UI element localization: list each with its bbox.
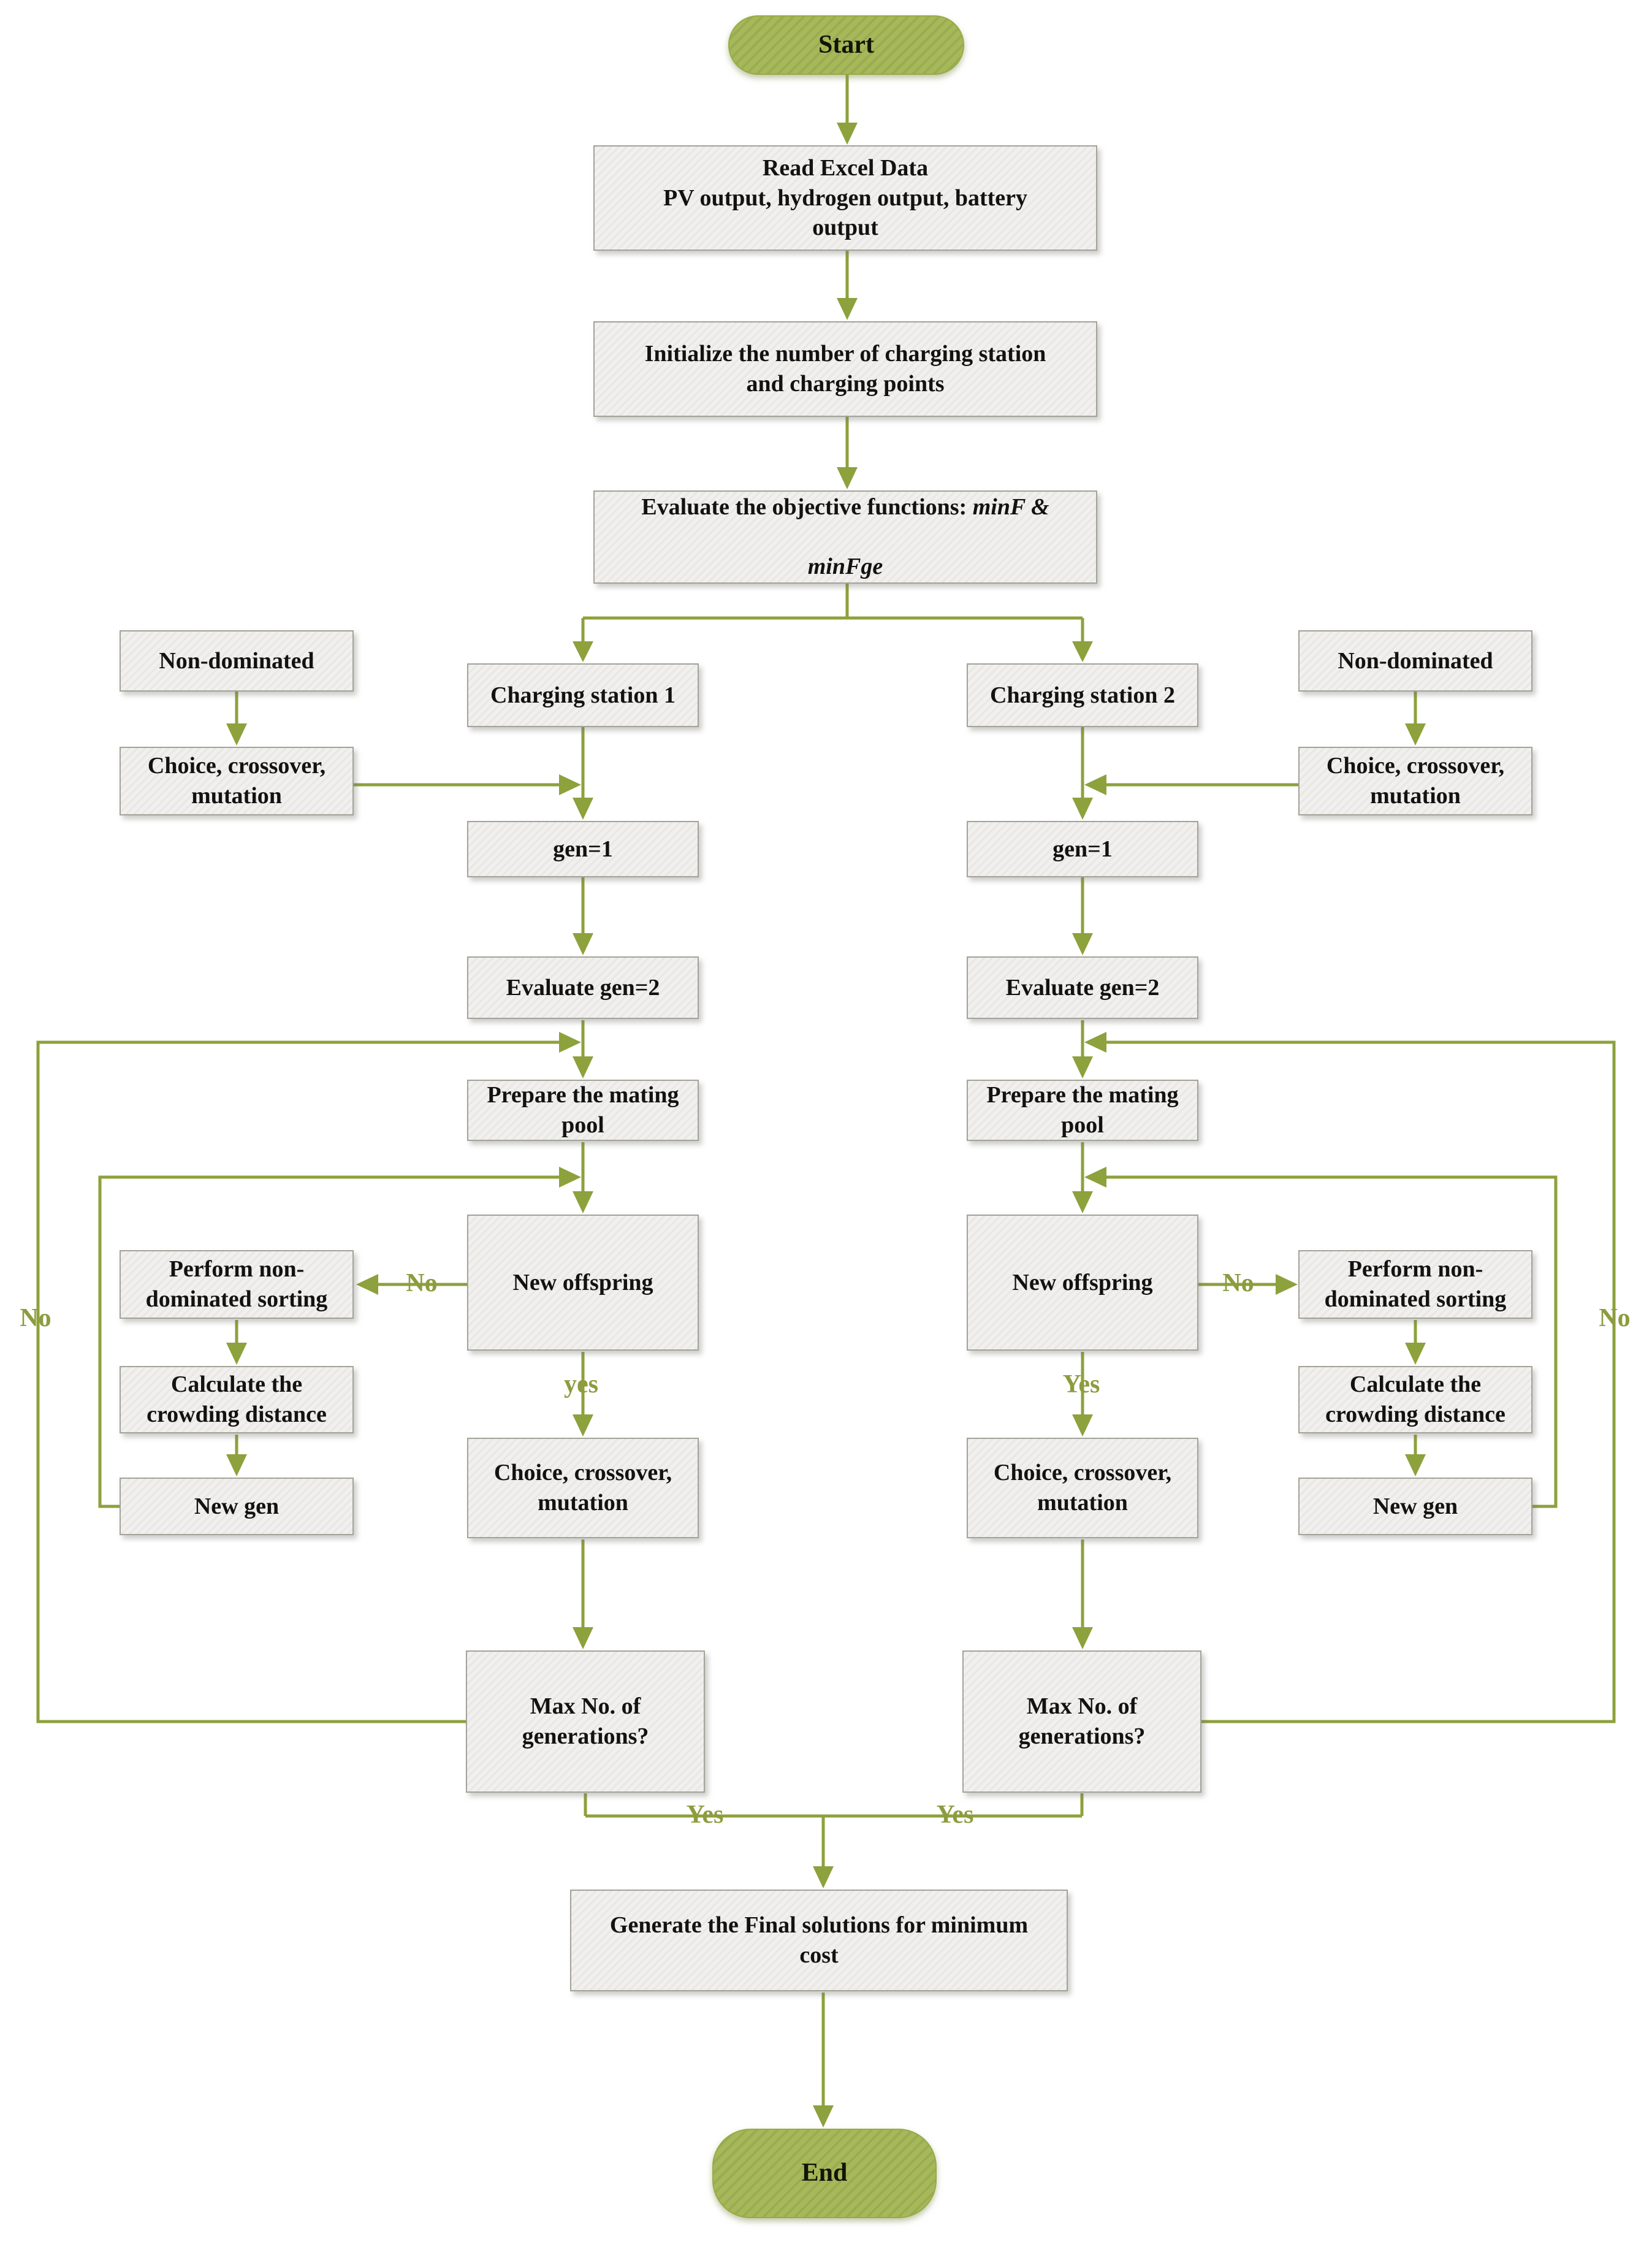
- edge-label-no-inner-right: No: [1222, 1269, 1254, 1297]
- node-choice-crossover-mutation-outer-right: Choice, crossover, mutation: [1298, 747, 1532, 815]
- edge-offspring-to-perform-left: [356, 1274, 467, 1295]
- edge-prepare-to-offspring-right: [1072, 1142, 1093, 1213]
- edge-yes-join: [584, 1793, 1084, 1888]
- node-prepare-mating-pool-left: Prepare the mating pool: [467, 1080, 699, 1141]
- node-evaluate-objective: Evaluate the objective functions: minF &…: [593, 490, 1097, 584]
- edge-start-to-read: [837, 75, 858, 145]
- edge-nondominated-to-choice-right: [1405, 692, 1426, 746]
- edge-generate-to-end: [813, 1993, 834, 2127]
- edge-calc-to-newgen-left: [226, 1435, 247, 1476]
- node-prepare-mating-pool-right: Prepare the mating pool: [967, 1080, 1198, 1141]
- edge-choiceouter-to-junction-left: [354, 774, 581, 795]
- node-charging-station-2: Charging station 2: [967, 663, 1198, 727]
- evaluate-objective-minfge: minFge: [807, 554, 883, 580]
- edge-label-yes-join-left: Yes: [686, 1801, 724, 1829]
- edge-choiceouter-to-junction-right: [1084, 774, 1298, 795]
- node-evaluate-gen2-left: Evaluate gen=2: [467, 956, 699, 1019]
- node-new-offspring-right: New offspring: [967, 1215, 1198, 1351]
- node-choice-crossover-mutation-mid-left: Choice, crossover, mutation: [467, 1438, 699, 1538]
- node-new-gen-left: New gen: [120, 1478, 354, 1535]
- edge-choicemid-to-max-left: [573, 1539, 593, 1649]
- node-calculate-crowding-distance-right: Calculate the crowding distance: [1298, 1366, 1532, 1433]
- node-max-generations-left: Max No. of generations?: [466, 1650, 705, 1793]
- edge-newgen-loop-right: [1084, 1167, 1558, 1508]
- node-choice-crossover-mutation-mid-right: Choice, crossover, mutation: [967, 1438, 1198, 1538]
- edge-calc-to-newgen-right: [1405, 1435, 1426, 1476]
- node-evaluate-gen2-right: Evaluate gen=2: [967, 956, 1198, 1019]
- edge-perform-to-calc-right: [1405, 1320, 1426, 1365]
- edge-evalgen2-to-prepare-left: [573, 1020, 593, 1078]
- node-choice-crossover-mutation-outer-left: Choice, crossover, mutation: [120, 747, 354, 815]
- edge-cs1-to-gen1: [573, 727, 593, 820]
- edge-label-yes-branch-right: Yes: [1062, 1370, 1100, 1398]
- edge-offspring-to-perform-right: [1198, 1274, 1298, 1295]
- edge-label-no-inner-left: No: [406, 1269, 438, 1297]
- edge-choicemid-to-max-right: [1072, 1539, 1093, 1649]
- edge-prepare-to-offspring-left: [573, 1142, 593, 1213]
- node-perform-nondominated-sorting-right: Perform non- dominated sorting: [1298, 1250, 1532, 1319]
- node-initialize-charging: Initialize the number of charging statio…: [593, 321, 1097, 417]
- node-new-offspring-left: New offspring: [467, 1215, 699, 1351]
- evaluate-objective-text: Evaluate the objective functions:: [641, 494, 973, 521]
- node-charging-station-1: Charging station 1: [467, 663, 699, 727]
- edge-perform-to-calc-left: [226, 1320, 247, 1365]
- edge-label-no-outer-left: No: [20, 1304, 51, 1332]
- edge-gen1-to-evalgen2-left: [573, 877, 593, 955]
- edge-label-yes-branch-left: yes: [564, 1370, 598, 1398]
- edge-newgen-loop-left: [98, 1167, 581, 1508]
- edge-max-no-loop-left: [36, 1032, 581, 1723]
- node-perform-nondominated-sorting-left: Perform non- dominated sorting: [120, 1250, 354, 1319]
- node-read-excel-data: Read Excel Data PV output, hydrogen outp…: [593, 145, 1097, 251]
- edge-evalgen2-to-prepare-right: [1072, 1020, 1093, 1078]
- edge-gen1-to-evalgen2-right: [1072, 877, 1093, 955]
- node-gen1-left: gen=1: [467, 821, 699, 877]
- edge-nondominated-to-choice-left: [226, 692, 247, 746]
- edge-initialize-to-evaluate: [837, 417, 858, 489]
- node-start: Start: [728, 15, 964, 75]
- edge-label-no-outer-right: No: [1599, 1304, 1631, 1332]
- node-new-gen-right: New gen: [1298, 1478, 1532, 1535]
- edge-offspring-to-choicemid-left: [573, 1352, 593, 1436]
- node-non-dominated-right: Non-dominated: [1298, 630, 1532, 692]
- node-max-generations-right: Max No. of generations?: [962, 1650, 1201, 1793]
- edge-label-yes-join-right: Yes: [936, 1801, 974, 1829]
- node-generate-final-solutions: Generate the Final solutions for minimum…: [570, 1890, 1068, 1991]
- edge-max-no-loop-right: [1084, 1032, 1616, 1723]
- edge-cs2-to-gen1: [1072, 727, 1093, 820]
- node-gen1-right: gen=1: [967, 821, 1198, 877]
- node-end: End: [712, 2129, 937, 2218]
- evaluate-objective-minf: minF &: [972, 494, 1049, 521]
- edge-offspring-to-choicemid-right: [1072, 1352, 1093, 1436]
- edge-evaluate-split: [573, 584, 1093, 662]
- node-non-dominated-left: Non-dominated: [120, 630, 354, 692]
- edge-read-to-initialize: [837, 251, 858, 320]
- node-calculate-crowding-distance-left: Calculate the crowding distance: [120, 1366, 354, 1433]
